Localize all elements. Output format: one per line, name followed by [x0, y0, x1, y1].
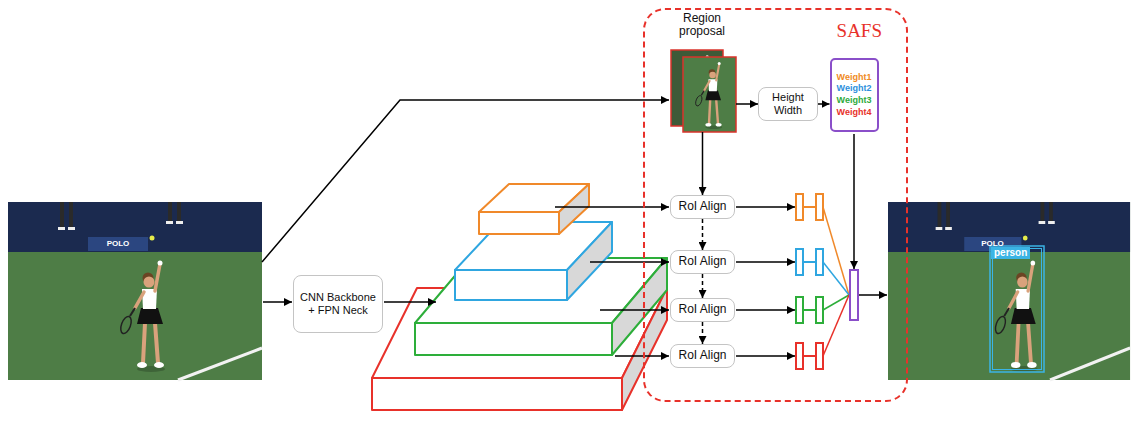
illustration-part [694, 62, 722, 129]
proposal-crop [671, 50, 736, 132]
illustration-part [823, 295, 849, 356]
illustration-part [736, 309, 795, 311]
flow-connector [702, 274, 704, 298]
banner-text: POLO [88, 238, 148, 250]
illustration-part [415, 323, 612, 355]
illustration-part [567, 222, 612, 300]
illustration-part [615, 355, 669, 357]
region-proposal: Region proposal [668, 12, 736, 132]
illustration-part [796, 295, 849, 323]
illustration-part [850, 270, 858, 320]
illustration-part [816, 249, 823, 275]
feature-pyramid [372, 184, 667, 410]
illustration-part [372, 378, 622, 410]
flow-connector [702, 219, 704, 250]
illustration-part [600, 309, 669, 311]
illustration-part [823, 262, 849, 295]
illustration-part [262, 100, 669, 262]
input-photo [8, 202, 262, 380]
illustration-part [816, 343, 823, 369]
illustration-part [736, 355, 795, 357]
roi-align-box: RoI Align [670, 344, 735, 368]
illustration-part [796, 297, 803, 323]
output-photo [888, 202, 1130, 380]
box-label: CNN Backbone + FPN Neck [299, 291, 377, 316]
module-region: Region proposalHeight WidthWeight1Weight… [643, 8, 908, 402]
flow-arrow [262, 100, 887, 356]
illustration-part [803, 261, 816, 263]
illustration-part [823, 207, 849, 295]
illustration-part [888, 202, 1130, 380]
illustration-part [796, 249, 849, 295]
illustration-part [816, 194, 823, 220]
roi-align-box: RoI Align [670, 250, 735, 274]
proposal-heading: Region proposal [679, 12, 725, 38]
illustration-part [384, 301, 436, 303]
illustration-part [415, 258, 667, 355]
illustration-part [803, 206, 816, 208]
illustration-part [803, 309, 816, 311]
illustration-part [796, 343, 803, 369]
box-label: RoI Align [678, 255, 726, 269]
illustration-part [736, 261, 795, 263]
weight-label: Weight1 [837, 72, 872, 84]
size-box: Height Width [758, 87, 818, 121]
illustration-part [796, 194, 849, 295]
illustration-part [479, 184, 589, 234]
illustration-part [736, 206, 795, 208]
illustration-part [263, 301, 292, 303]
illustration-part [590, 261, 669, 263]
flow-connector [702, 132, 704, 195]
class-label: person [991, 247, 1030, 259]
weight-label: Weight2 [837, 83, 872, 95]
class-label-holder: person [991, 247, 1030, 259]
backbone-box: CNN Backbone + FPN Neck [293, 275, 383, 333]
illustration-part [479, 212, 559, 234]
weight-box: Weight1Weight2Weight3Weight4 [830, 58, 879, 132]
illustration-part [455, 270, 567, 300]
box-label: Height Width [772, 91, 804, 116]
illustration-part [816, 297, 823, 323]
illustration-part [559, 184, 589, 234]
illustration-part [694, 62, 722, 129]
detection-box [990, 246, 1044, 372]
illustration-part [796, 295, 849, 369]
roi-align-box: RoI Align [670, 298, 735, 322]
illustration-part [796, 194, 803, 220]
flow-connector [736, 103, 758, 105]
illustration-part [859, 294, 887, 296]
box-label: RoI Align [678, 303, 726, 317]
box-label: RoI Align [678, 200, 726, 214]
banner-text-holder: POLO [88, 238, 148, 250]
module-title: SAFS [645, 10, 906, 42]
feature-vector [796, 194, 858, 369]
illustration-part [555, 206, 669, 208]
illustration-part [796, 249, 803, 275]
illustration-part [683, 57, 736, 132]
detection-box [993, 249, 1042, 370]
weight-label: Weight3 [837, 95, 872, 107]
illustration-part [803, 355, 816, 357]
illustration-part [853, 134, 855, 269]
box-label: RoI Align [678, 349, 726, 363]
flow-connector [818, 103, 830, 105]
flow-connector [702, 322, 704, 344]
illustration-part [612, 258, 667, 355]
roi-align-box: RoI Align [670, 195, 735, 219]
weight-label: Weight4 [837, 107, 872, 119]
